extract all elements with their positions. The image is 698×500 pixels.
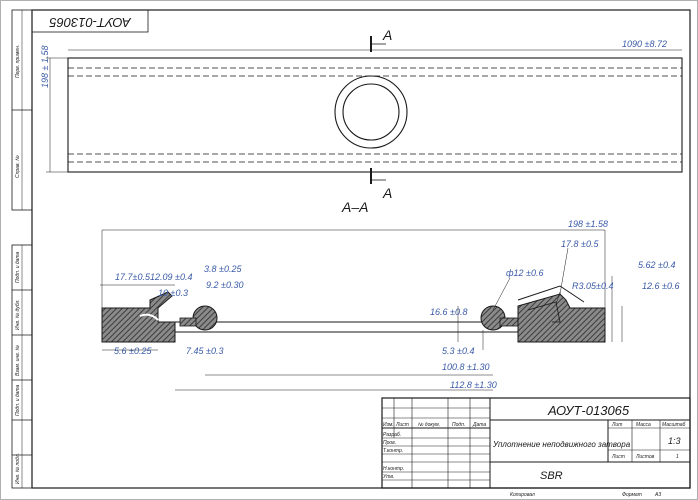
sheets-label: Листов	[635, 454, 655, 460]
title-block-material: SBR	[540, 470, 563, 482]
length-dimension: 1090 ±8.72	[622, 39, 667, 49]
dim-9-2: 9.2 ±0.30	[206, 280, 243, 290]
row-label: Изм.	[383, 422, 394, 428]
dim-16-6: 16.6 ±0.8	[430, 307, 467, 317]
hole-outer	[334, 75, 408, 149]
row-label: Утв.	[383, 474, 394, 480]
side-stamps: Перв. примен. Справ. № Подп. и дата Инв.…	[11, 9, 33, 489]
dim-7-45: 7.45 ±0.3	[186, 346, 223, 356]
stamp-text: Подп. и дата	[15, 251, 21, 283]
sheets-value: 1	[676, 454, 679, 460]
format-value: А3	[654, 492, 661, 498]
dim-3-8: 3.8 ±0.25	[204, 264, 242, 274]
section-mark-bottom: A	[382, 185, 392, 201]
scale-value: 1:3	[668, 436, 681, 446]
stamp-text: Перв. примен.	[15, 45, 21, 78]
dim-112-8: 112.8 ±1.30	[450, 380, 497, 390]
hole-inner	[342, 83, 400, 141]
title-block	[381, 397, 691, 489]
dim-12-6: 12.6 ±0.6	[642, 281, 679, 291]
col-mass: Масса	[636, 422, 651, 428]
row-label: Т.контр.	[383, 448, 403, 454]
dim-5-6: 5.6 ±0.25	[114, 346, 152, 356]
dim-17-7: 17.7±0.5	[115, 272, 151, 282]
section-title: A–A	[341, 199, 368, 215]
width-dimension: 198 ± 1.58	[40, 46, 50, 88]
dim-17-8: 17.8 ±0.5	[561, 239, 599, 249]
row-label: № докум.	[418, 422, 440, 428]
stamp-text: Справ. №	[15, 155, 21, 178]
stamp-text: Взам. инв. №	[15, 344, 21, 376]
top-drawing-number: АОУТ-013065	[49, 15, 132, 30]
dim-5-3: 5.3 ±0.4	[442, 346, 474, 356]
row-label: Подп.	[452, 422, 465, 428]
dim-10: 10 ±0.3	[158, 288, 188, 298]
stamp-text: Подп. и дата	[15, 384, 21, 416]
dim-100-8: 100.8 ±1.30	[442, 362, 489, 372]
dim-overall-width: 198 ±1.58	[568, 219, 608, 229]
top-view: A A 1090 ±8.72 198 ± 1.58	[40, 27, 683, 201]
col-scale: Масштаб	[662, 422, 686, 428]
footer-copy: Копировал	[510, 492, 535, 498]
footer-format: Формат	[622, 492, 642, 498]
section-profile	[101, 285, 606, 343]
dim-12-09: 12.09 ±0.4	[150, 272, 192, 282]
top-code-box: АОУТ-013065	[31, 9, 149, 33]
stamp-text: Инв. № дубл.	[15, 299, 21, 330]
sheet-label: Лист	[611, 454, 625, 460]
dim-r3-05: R3.05±0.4	[572, 281, 613, 291]
title-block-name: Уплотнение неподвижного затвора	[492, 440, 631, 449]
col-lit: Лит	[611, 422, 622, 428]
section-dim-lines	[100, 229, 623, 391]
title-block-code: АОУТ-013065	[547, 403, 630, 418]
row-label: Н.контр.	[383, 466, 404, 472]
section-mark-top: A	[382, 27, 392, 43]
dim-5-62: 5.62 ±0.4	[638, 260, 675, 270]
row-label: Пров.	[383, 440, 396, 446]
row-label: Лист	[395, 422, 409, 428]
row-label: Разраб.	[383, 432, 401, 438]
dim-phi12: ф12 ±0.6	[506, 268, 543, 278]
stamp-text: Инв. № подл.	[15, 453, 21, 484]
row-label: Дата	[472, 422, 486, 428]
